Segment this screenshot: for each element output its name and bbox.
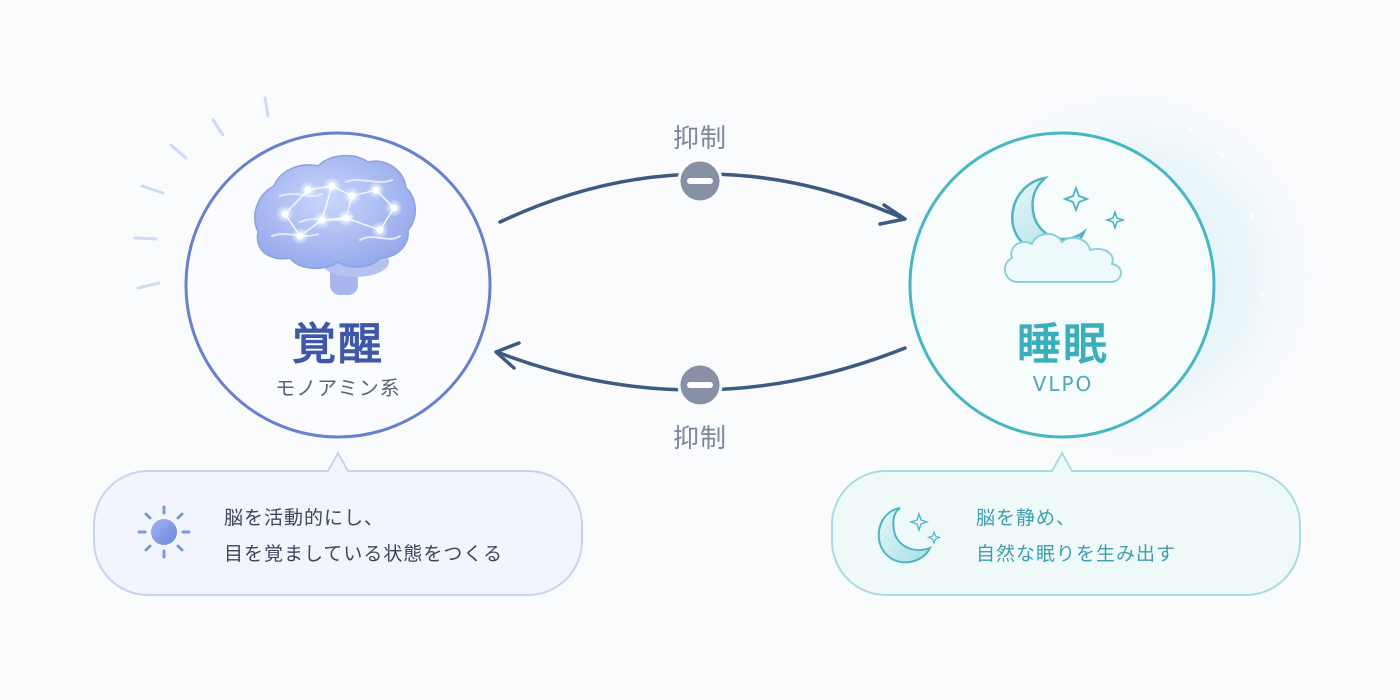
inhibit-top-label: 抑制 xyxy=(672,124,727,154)
wake-description-line2: 目を覚ましている状態をつくる xyxy=(224,543,504,565)
wake-callout xyxy=(93,450,583,596)
wake-description: 脳を活動的にし、 目を覚ましている状態をつくる xyxy=(224,500,503,572)
wake-rays xyxy=(133,96,270,290)
wake-description-line1: 脳を活動的にし、 xyxy=(224,507,385,529)
wake-title: 覚醒 xyxy=(292,319,384,370)
sleep-subtitle: VLPO xyxy=(1032,372,1094,396)
sleep-callout xyxy=(831,450,1301,596)
minus-icon-bottom xyxy=(677,362,723,408)
sleep-description: 脳を静め、 自然な眠りを生み出す xyxy=(976,500,1176,572)
minus-icon-top xyxy=(677,158,723,204)
sleep-title: 睡眠 xyxy=(1017,319,1109,370)
sleep-node[interactable] xyxy=(908,131,1216,439)
inhibit-bottom-label: 抑制 xyxy=(672,424,727,454)
moon-cloud-icon xyxy=(1003,176,1126,283)
sun-icon xyxy=(137,505,191,559)
sleep-description-line1: 脳を静め、 xyxy=(976,507,1077,529)
brain-icon xyxy=(254,154,416,295)
wake-subtitle: モノアミン系 xyxy=(275,376,401,400)
sleep-description-line2: 自然な眠りを生み出す xyxy=(976,543,1177,565)
moon-icon xyxy=(877,507,942,564)
